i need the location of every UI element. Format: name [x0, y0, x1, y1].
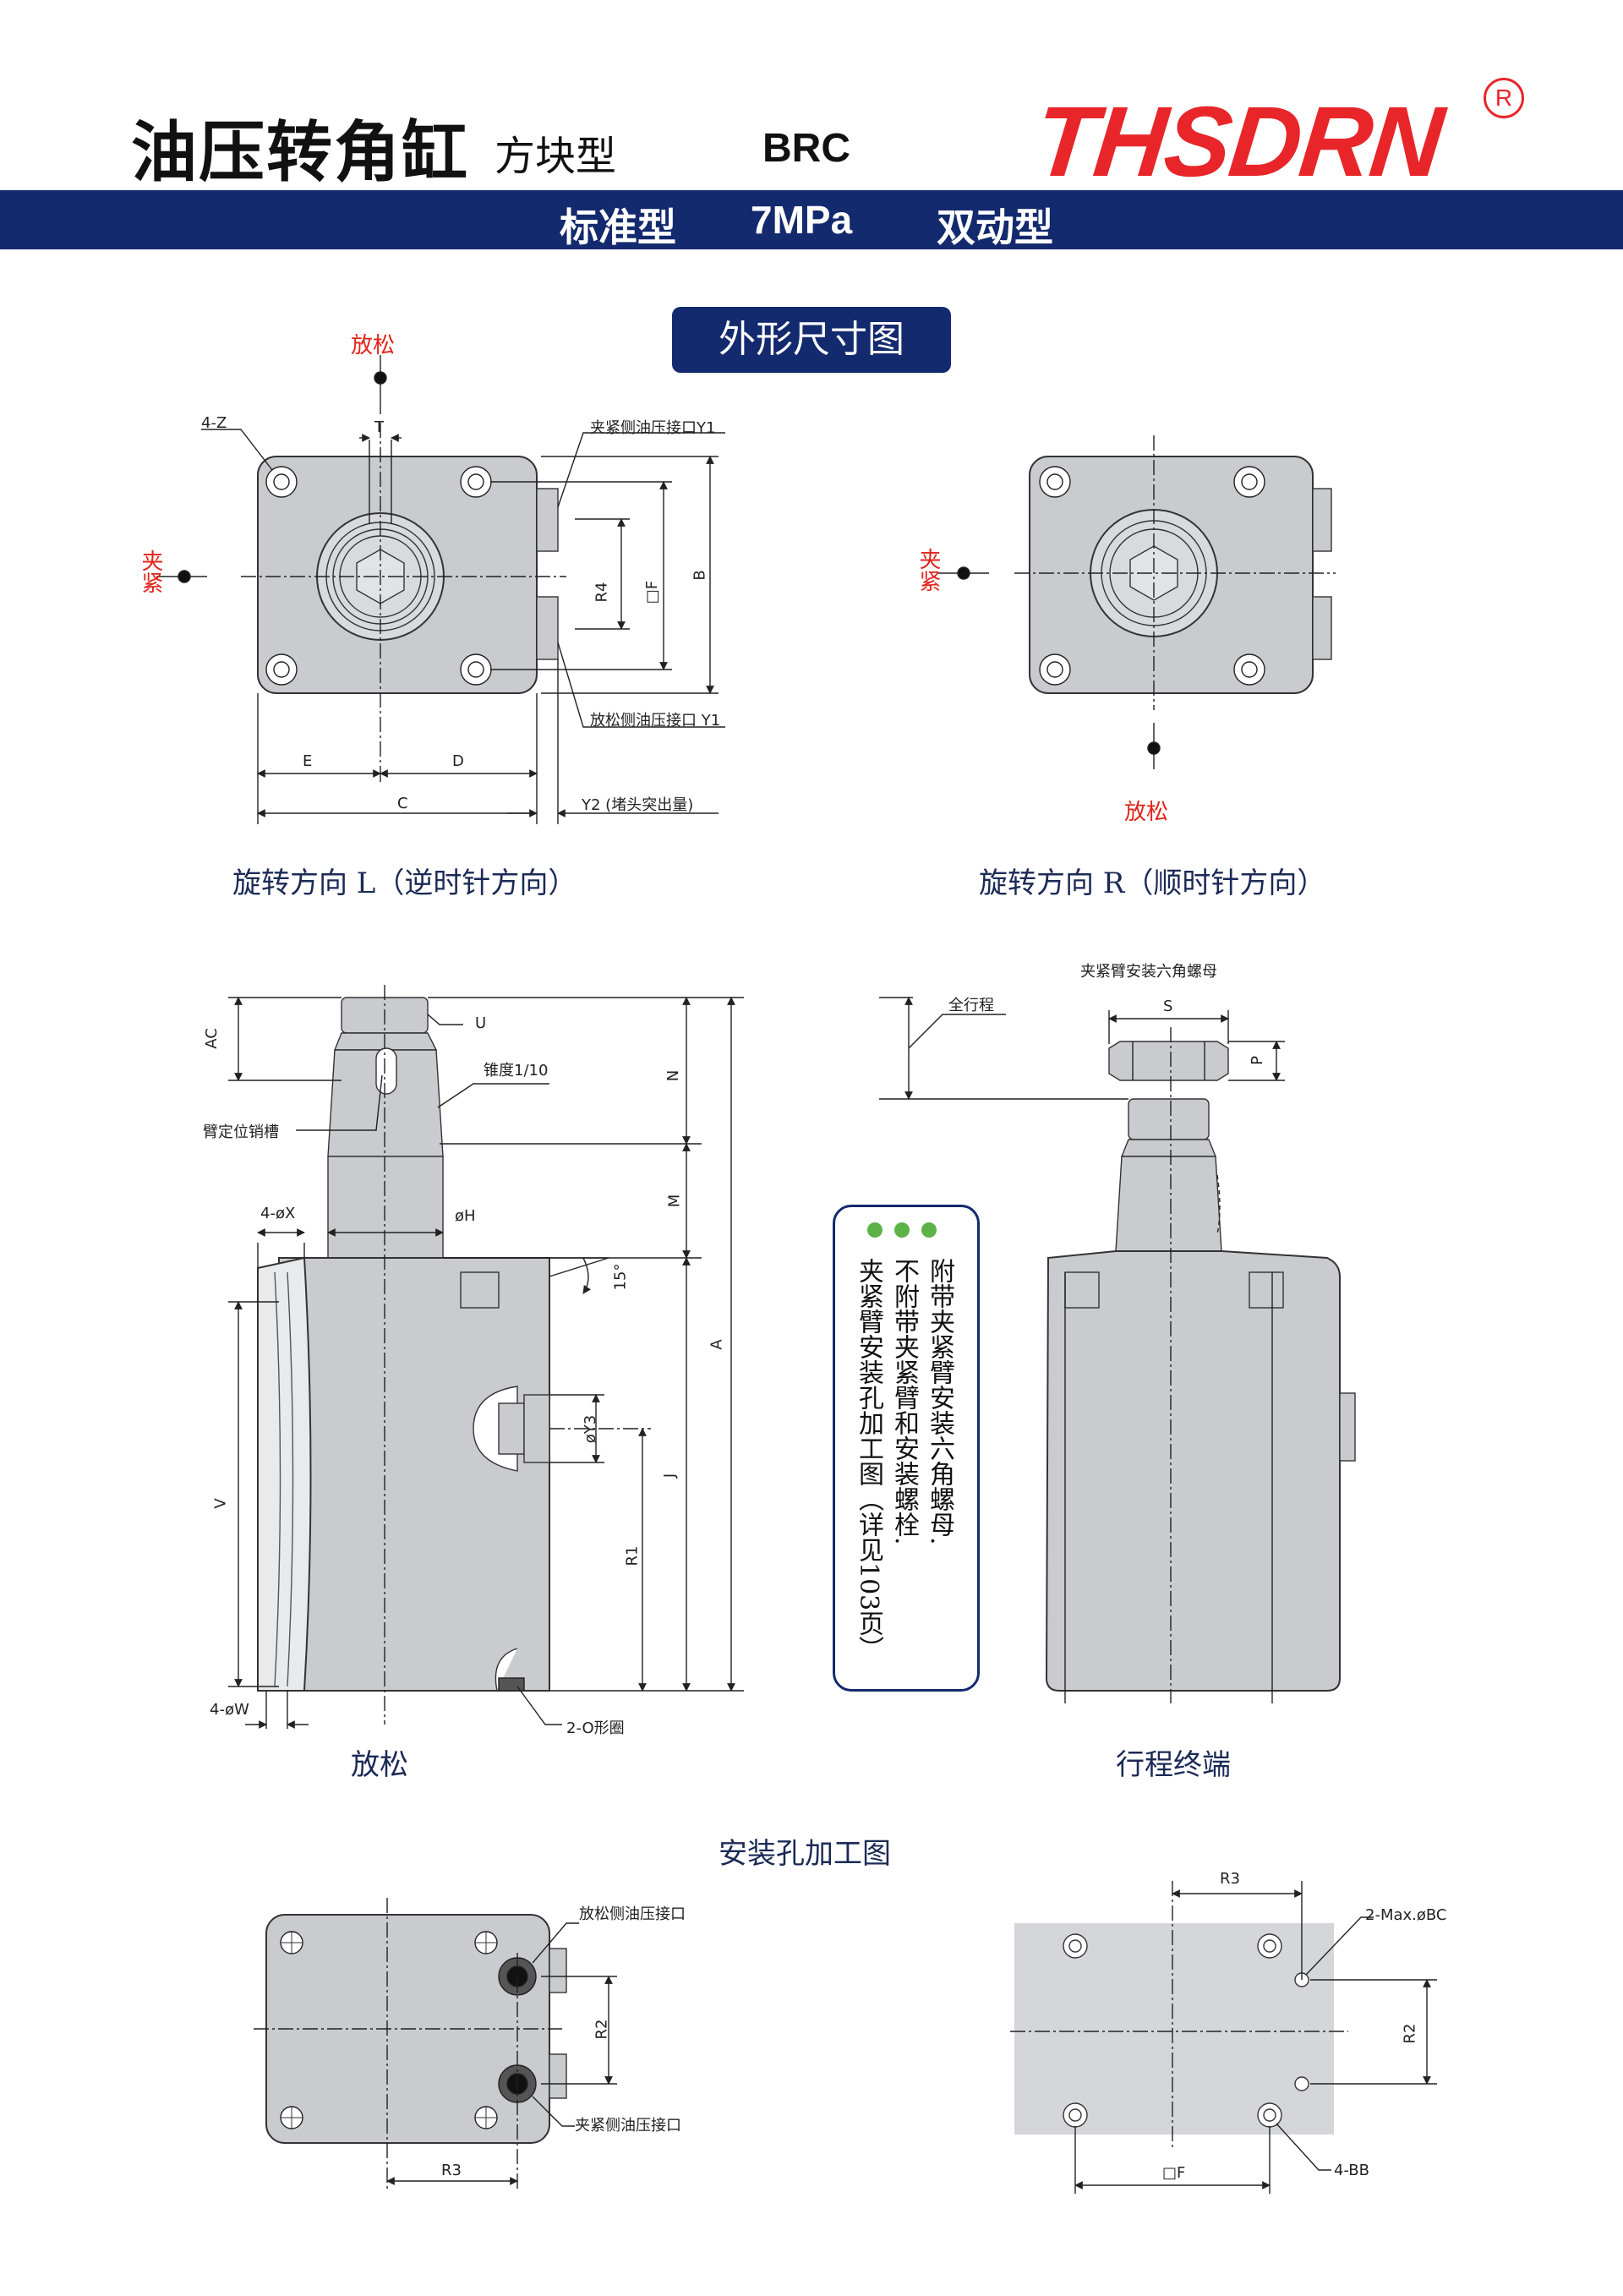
note-line-1: 附带夹紧臂安装六角螺母.	[925, 1258, 954, 1545]
green-dot	[921, 1222, 937, 1238]
mount-release-port: 放松侧油压接口	[579, 1905, 686, 1923]
dim-p: P	[1248, 1056, 1266, 1065]
release-label: 放松	[351, 333, 396, 358]
note-dots	[867, 1222, 948, 1241]
clamp-label: 夹紧	[138, 549, 163, 593]
dim-d: D	[452, 752, 464, 770]
mount-drawing-right	[1010, 1881, 1437, 2194]
dim-c: C	[397, 795, 408, 812]
dim-u: U	[475, 1014, 487, 1032]
arm-slot-label: 臂定位销槽	[203, 1123, 279, 1141]
dim-r4: R4	[593, 582, 611, 603]
mount-hole	[265, 466, 492, 686]
green-dot	[894, 1222, 910, 1238]
dim-w: 4-øW	[210, 1701, 249, 1719]
spec-action: 双动型	[937, 205, 1053, 250]
caption-rotation-r: 旋转方向 R（顺时针方向）	[979, 866, 1326, 900]
note-line-2: 不附带夹紧臂和安装螺栓.	[889, 1258, 919, 1545]
spec-pressure: 7MPa	[751, 198, 853, 242]
dim-j: J	[661, 1473, 680, 1479]
spec-type: 标准型	[560, 205, 676, 250]
note-box: 附带夹紧臂安装六角螺母. 不附带夹紧臂和安装螺栓. 夹紧臂安装孔加工图（详见10…	[833, 1205, 980, 1692]
dim-m: M	[665, 1194, 684, 1208]
dim-ac: AC	[202, 1028, 221, 1049]
dim-v: V	[211, 1498, 230, 1509]
nut-title: 夹紧臂安装六角螺母	[1080, 963, 1217, 981]
top-view-right	[938, 435, 1336, 769]
side-view-stroke-end	[879, 997, 1356, 1703]
clamp-label-right: 夹紧	[915, 548, 941, 592]
dim-bc: 2-Max.øBC	[1365, 1906, 1447, 1924]
dim-a: A	[708, 1339, 726, 1350]
caption-stroke-end: 行程终端	[1116, 1748, 1231, 1782]
section-title: 外形尺寸图	[672, 307, 951, 373]
oring-label: 2-O形圈	[566, 1719, 625, 1737]
mount-drawing-left	[254, 1898, 617, 2189]
full-stroke-label: 全行程	[948, 997, 994, 1014]
dim-r2-left: R2	[593, 2019, 611, 2040]
release-label-right: 放松	[1124, 800, 1169, 825]
dim-x: 4-øX	[260, 1205, 296, 1222]
release-port-label: 放松侧油压接口 Y1	[590, 712, 721, 730]
mount-hole	[1039, 466, 1265, 686]
dim-bb: 4-BB	[1334, 2162, 1370, 2179]
dim-r2-right: R2	[1401, 2023, 1419, 2044]
dim-r3-left: R3	[441, 2162, 462, 2179]
registered-mark: R	[1484, 78, 1524, 118]
dim-r3-right: R3	[1220, 1870, 1240, 1888]
dim-h: øH	[455, 1207, 476, 1225]
green-dot	[867, 1222, 883, 1238]
dim-y3: øY3	[582, 1414, 600, 1444]
mount-clamp-port: 夹紧侧油压接口	[575, 2117, 681, 2135]
taper-label: 锥度1/10	[484, 1062, 549, 1080]
dim-n: N	[664, 1069, 683, 1082]
dim-s: S	[1163, 998, 1173, 1015]
dim-f: □F	[643, 580, 662, 604]
spec-bar: 标准型 7MPa 双动型	[0, 190, 1623, 250]
dim-4z: 4-Z	[201, 414, 227, 432]
dim-b: B	[691, 570, 709, 581]
model-code: BRC	[762, 126, 850, 171]
page-title: 油压转角缸	[131, 115, 470, 191]
dim-e: E	[303, 752, 313, 770]
dim-t: T	[374, 418, 384, 436]
dim-15deg: 15°	[611, 1263, 630, 1291]
clamp-port-label: 夹紧侧油压接口Y1	[590, 419, 716, 437]
dim-y2: Y2 (堵头突出量)	[582, 796, 694, 814]
dim-f-right: □F	[1162, 2164, 1186, 2182]
caption-rotation-l: 旋转方向 L（逆时针方向）	[232, 866, 577, 900]
side-view-release	[228, 985, 744, 1729]
caption-release: 放松	[351, 1748, 408, 1782]
top-view-left	[156, 355, 725, 824]
page-subtitle: 方块型	[495, 133, 617, 180]
note-line-3: 夹紧臂安装孔加工图（详见103页）	[854, 1258, 883, 1662]
mount-section-title: 安装孔加工图	[719, 1837, 891, 1871]
dim-r1: R1	[623, 1545, 642, 1566]
